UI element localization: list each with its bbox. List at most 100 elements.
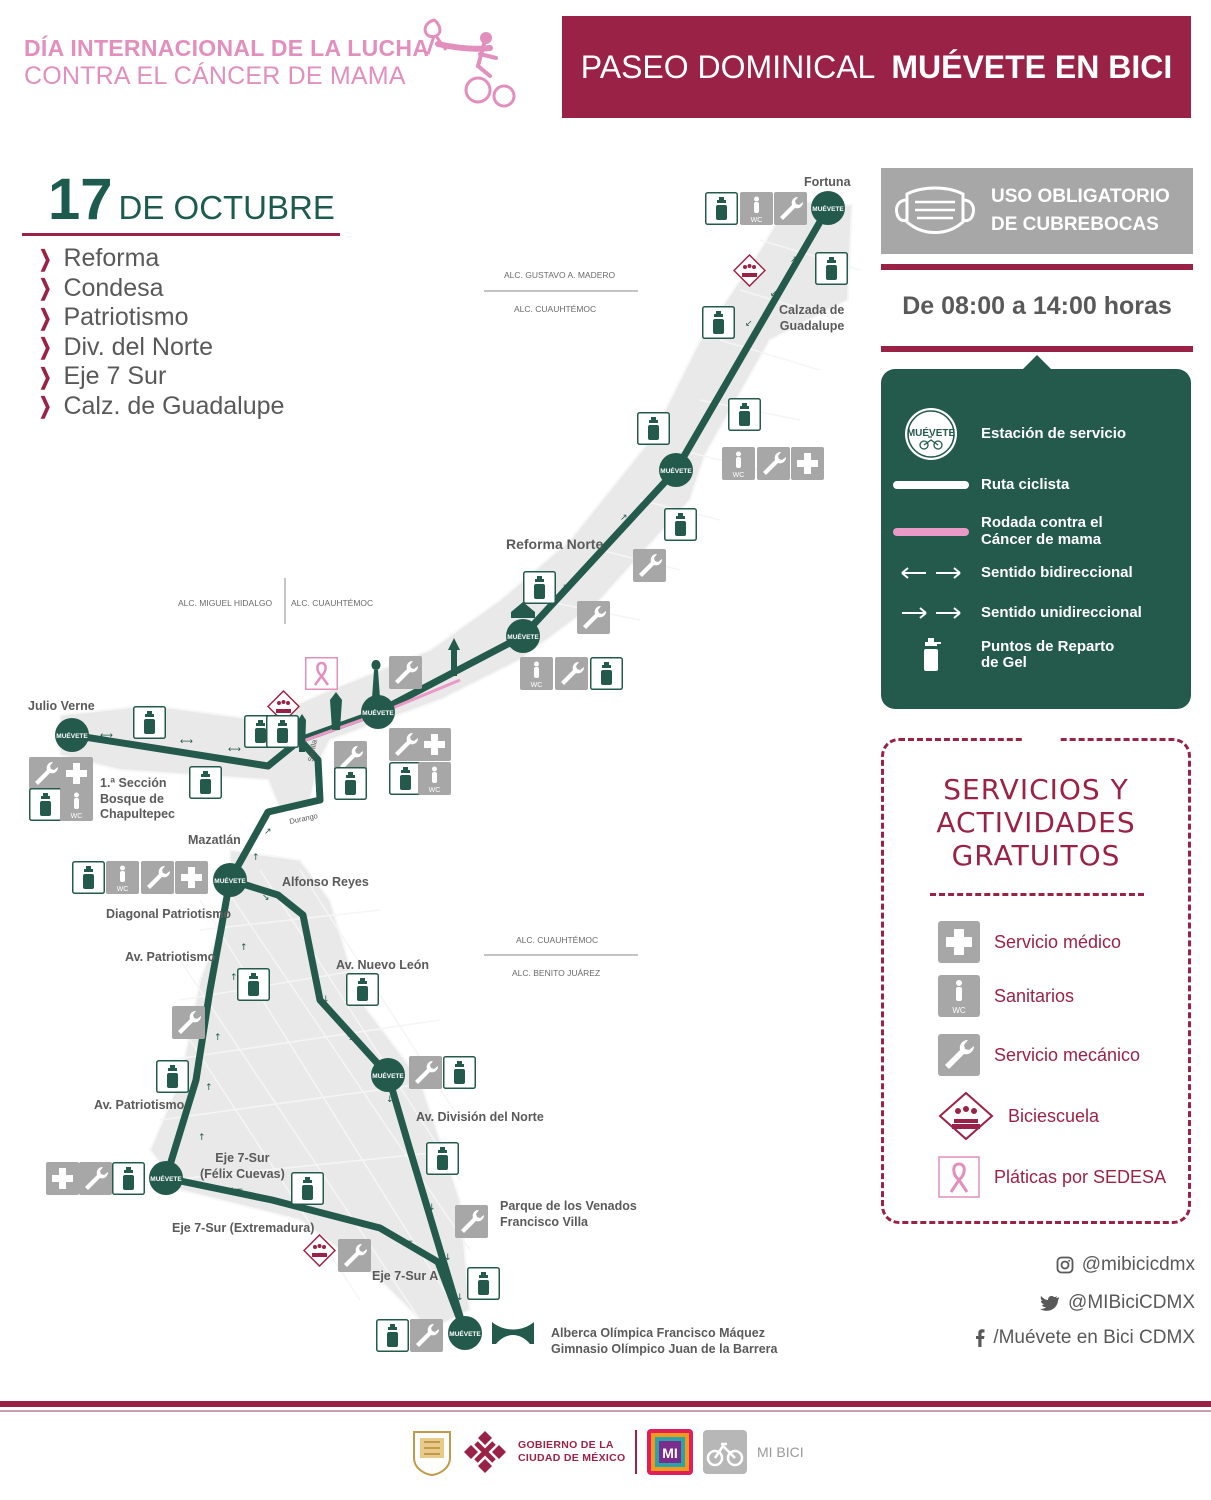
- place-mazatlan: Mazatlán: [188, 833, 241, 847]
- gel-point-icon: [702, 306, 735, 339]
- alcaldia-cuauhtemoc-south: ALC. CUAUHTÉMOC: [516, 935, 599, 945]
- gel-point-icon: [376, 1319, 409, 1352]
- gel-point-icon: [815, 252, 848, 285]
- divider: [881, 346, 1193, 352]
- service-item-talks: Pláticas por SEDESA: [938, 1156, 1166, 1198]
- street-label-durango: Durango: [289, 811, 319, 826]
- station-marker: MUÉVETE: [659, 453, 693, 487]
- restroom-wc-icon: WC: [418, 762, 451, 795]
- pink-ribbon-icon: [305, 657, 338, 690]
- legend-item: Ruta ciclista: [881, 476, 1191, 494]
- title-thin: PASEO DOMINICAL: [580, 48, 876, 85]
- place-eje7-sur-a: Eje 7-Sur A: [372, 1269, 439, 1283]
- map-legend: MUÉVETE Estación de servicio Ruta ciclis…: [881, 355, 1191, 709]
- svg-text:MUÉVETE: MUÉVETE: [362, 708, 394, 717]
- facebook-icon: [976, 1329, 985, 1347]
- event-hours: De 08:00 a 14:00 horas: [902, 292, 1172, 320]
- service-stations: MUÉVETE MUÉVETE MUÉVETE MUÉVETE MUÉVETE …: [55, 191, 845, 1350]
- wrench-icon: [577, 601, 610, 634]
- gel-point-icon: [133, 706, 166, 739]
- date-divider: [22, 233, 340, 236]
- gel-point-icon: [112, 1162, 145, 1195]
- cdmx-shield-logo: [413, 1431, 451, 1476]
- svg-text:↓: ↓: [428, 1203, 436, 1213]
- gel-point-icon: [291, 1172, 324, 1205]
- wrench-icon: [555, 657, 588, 690]
- wrench-icon: [774, 192, 807, 225]
- svg-text:↙: ↙: [770, 289, 778, 299]
- chevron-right-icon: ❯: [38, 304, 52, 330]
- svg-text:⟷: ⟷: [228, 745, 241, 755]
- social-twitter[interactable]: @MIBiciCDMX: [1040, 1292, 1195, 1314]
- station-marker: MUÉVETE: [811, 191, 845, 225]
- svg-text:↘: ↘: [300, 923, 308, 933]
- svg-text:↑: ↑: [230, 973, 238, 983]
- gel-point-icon: [637, 412, 670, 445]
- wrench-icon: [141, 861, 174, 894]
- station-marker: MUÉVETE: [213, 863, 247, 897]
- route-item: ❯Calz. de Guadalupe: [38, 391, 285, 420]
- bidirectional-arrows-icon: [901, 567, 961, 580]
- route-item: ❯Eje 7 Sur: [38, 362, 167, 391]
- legend-item: Sentido bidireccional: [881, 564, 1191, 582]
- svg-text:↗: ↗: [264, 827, 272, 837]
- gel-bottle-icon: [924, 638, 941, 671]
- gel-point-icon: [523, 571, 556, 604]
- svg-text:⟷: ⟷: [100, 731, 113, 741]
- chevron-right-icon: ❯: [38, 393, 52, 419]
- svg-text:↗: ↗: [715, 393, 723, 403]
- svg-text:↑: ↑: [214, 1033, 222, 1043]
- gel-point-icon: [29, 788, 62, 821]
- awareness-line1: DÍA INTERNACIONAL DE LA LUCHA: [24, 35, 430, 61]
- legend-notch: [1021, 355, 1053, 371]
- svg-text:⟵: ⟵: [300, 1203, 313, 1213]
- svg-text:WC: WC: [733, 472, 745, 479]
- gel-point-icon: [426, 1142, 459, 1175]
- wrench-icon: [334, 741, 367, 774]
- face-mask-icon: [895, 186, 975, 234]
- medical-cross-icon: [175, 861, 208, 894]
- social-facebook[interactable]: /Muévete en Bici CDMX: [975, 1327, 1195, 1349]
- awareness-title: DÍA INTERNACIONAL DE LA LUCHA CONTRA EL …: [24, 35, 430, 90]
- gel-point-icon: [443, 1056, 476, 1089]
- svg-text:↓: ↓: [386, 1095, 394, 1105]
- gel-point-icon: [237, 968, 270, 1001]
- alcaldia-cuauhtemoc-west: ALC. CUAUHTÉMOC: [291, 598, 374, 608]
- ribbon-cyclist-icon: [423, 18, 516, 108]
- svg-text:↑: ↑: [240, 943, 248, 953]
- wrench-icon: [389, 728, 422, 761]
- event-date: 17 DE OCTUBRE: [48, 166, 335, 233]
- street-label-sevilla: Sevilla: [306, 738, 319, 762]
- svg-text:WC: WC: [429, 787, 441, 794]
- chevron-right-icon: ❯: [38, 334, 52, 360]
- chevron-right-icon: ❯: [38, 363, 52, 389]
- wrench-icon: [633, 549, 666, 582]
- wrench-icon: [172, 1006, 205, 1039]
- station-marker: MUÉVETE: [506, 619, 540, 653]
- bike-school-icon: [938, 1091, 994, 1141]
- wrench-icon: [409, 1056, 442, 1089]
- title-banner: PASEO DOMINICAL MUÉVETE EN BICI: [562, 16, 1191, 118]
- service-station-icon: MUÉVETE: [905, 408, 957, 460]
- svg-text:WC: WC: [531, 682, 543, 689]
- restroom-wc-icon: WC: [60, 788, 93, 821]
- svg-text:MUÉVETE: MUÉVETE: [56, 731, 88, 740]
- service-item-restrooms: WC Sanitarios: [938, 975, 1074, 1017]
- social-instagram[interactable]: @mibicicdmx: [1056, 1254, 1195, 1276]
- wrench-icon: [338, 1239, 371, 1272]
- svg-text:↑: ↑: [198, 1133, 206, 1143]
- station-marker: MUÉVETE: [149, 1161, 183, 1195]
- station-marker: MUÉVETE: [371, 1058, 405, 1092]
- svg-text:⟵: ⟵: [230, 1185, 243, 1195]
- svg-text:MUÉVETE: MUÉVETE: [214, 876, 246, 885]
- svg-text:MI: MI: [662, 1445, 678, 1461]
- restroom-wc-icon: WC: [722, 447, 755, 480]
- restroom-wc-icon: WC: [106, 861, 139, 894]
- wrench-icon: [389, 656, 422, 689]
- svg-text:MUÉVETE: MUÉVETE: [507, 632, 539, 641]
- svg-text:MUÉVETE: MUÉVETE: [372, 1071, 404, 1080]
- pink-route-line: [893, 527, 969, 536]
